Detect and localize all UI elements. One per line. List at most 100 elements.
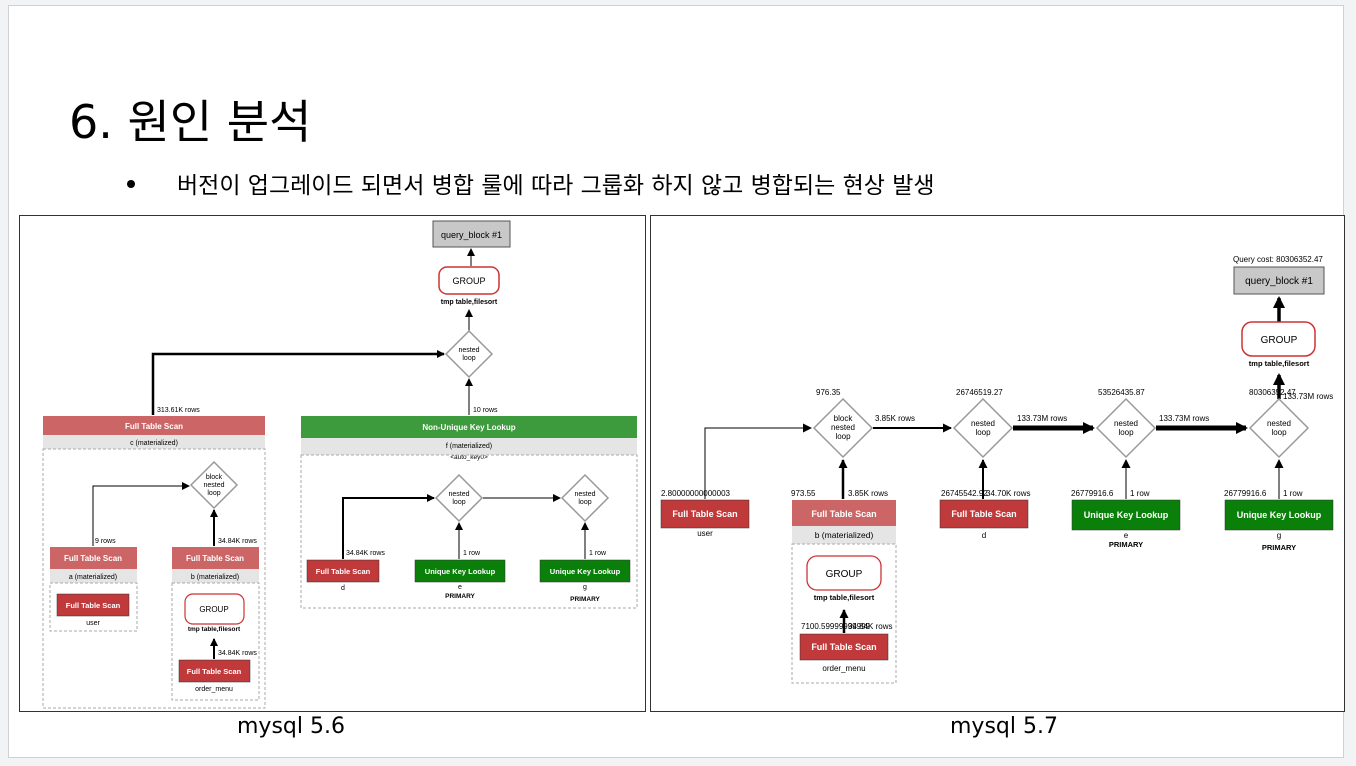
svg-text:PRIMARY: PRIMARY [1262, 543, 1296, 552]
svg-text:Unique Key Lookup: Unique Key Lookup [1237, 510, 1322, 520]
svg-text:loop: loop [207, 490, 220, 497]
table-g-node: Unique Key Lookup g PRIMARY [539, 559, 631, 603]
svg-text:query_block #1: query_block #1 [441, 230, 502, 240]
svg-text:loop: loop [578, 499, 591, 506]
nested-loop-1: nested loop [952, 397, 1014, 459]
svg-text:7100.59999999999: 7100.59999999999 [801, 622, 871, 631]
svg-text:GROUP: GROUP [826, 569, 863, 580]
bullet-item: 버전이 업그레이드 되면서 병합 룰에 따라 그룹화 하지 않고 병합되는 현상… [127, 166, 935, 200]
svg-text:query_block #1: query_block #1 [1245, 276, 1313, 287]
svg-text:PRIMARY: PRIMARY [1109, 540, 1143, 549]
svg-text:34.70K rows: 34.70K rows [986, 489, 1030, 498]
svg-text:order_menu: order_menu [822, 664, 865, 673]
c-materialized-container: Full Table Scan c (materialized) [42, 416, 266, 709]
table-e-node: Unique Key Lookup e PRIMARY [1071, 499, 1181, 549]
svg-text:313.61K rows: 313.61K rows [157, 407, 200, 414]
table-g-node: Unique Key Lookup g PRIMARY [1224, 499, 1334, 552]
svg-text:f (materialized): f (materialized) [446, 443, 492, 450]
svg-text:b (materialized): b (materialized) [815, 530, 874, 540]
svg-text:nested: nested [1114, 419, 1138, 428]
svg-text:c (materialized): c (materialized) [130, 440, 178, 447]
svg-text:1 row: 1 row [463, 550, 481, 557]
svg-text:1 row: 1 row [1283, 489, 1303, 498]
svg-text:26745542.92: 26745542.92 [941, 489, 988, 498]
svg-text:GROUP: GROUP [199, 605, 228, 614]
svg-text:34.84K rows: 34.84K rows [218, 538, 257, 545]
svg-text:user: user [697, 529, 713, 538]
svg-text:Unique Key Lookup: Unique Key Lookup [425, 567, 496, 576]
svg-text:Non-Unique Key Lookup: Non-Unique Key Lookup [422, 423, 515, 432]
svg-text:34.84K rows: 34.84K rows [218, 650, 257, 657]
bullet-dot-icon [127, 180, 135, 188]
svg-text:order_menu: order_menu [195, 686, 233, 693]
svg-text:loop: loop [975, 428, 991, 437]
svg-text:Full Table Scan: Full Table Scan [811, 642, 876, 652]
nested-loop-2: nested loop [1095, 397, 1157, 459]
svg-text:nested: nested [971, 419, 995, 428]
svg-text:Full Table Scan: Full Table Scan [951, 509, 1016, 519]
svg-text:b (materialized): b (materialized) [191, 574, 239, 581]
svg-text:26779916.6: 26779916.6 [1071, 489, 1114, 498]
nested-loop-top: nested loop [444, 329, 494, 379]
mysql-56-plan-panel: query_block #1 GROUP tmp table,filesort … [19, 215, 646, 712]
f-materialized-container: Non-Unique Key Lookup f (materialized) <… [300, 416, 638, 609]
svg-text:d: d [982, 531, 986, 540]
mysql-57-plan-diagram: Query cost: 80306352.47 query_block #1 G… [660, 255, 1334, 684]
table-e-node: Unique Key Lookup e PRIMARY [414, 559, 506, 600]
svg-text:nested: nested [831, 423, 855, 432]
svg-text:1 row: 1 row [1130, 489, 1150, 498]
svg-text:e: e [1124, 531, 1129, 540]
svg-text:133.73M rows: 133.73M rows [1159, 414, 1209, 423]
svg-text:9 rows: 9 rows [95, 538, 116, 545]
nested-loop-f1: nested loop [434, 473, 484, 523]
svg-text:nested: nested [203, 482, 224, 489]
svg-text:53526435.87: 53526435.87 [1098, 388, 1145, 397]
block-nested-loop-left: block nested loop [189, 460, 239, 510]
svg-text:PRIMARY: PRIMARY [570, 596, 600, 603]
svg-text:3.85K rows: 3.85K rows [875, 414, 915, 423]
svg-text:user: user [86, 620, 100, 627]
bullet-text: 버전이 업그레이드 되면서 병합 룰에 따라 그룹화 하지 않고 병합되는 현상… [177, 173, 935, 199]
svg-text:26779916.6: 26779916.6 [1224, 489, 1267, 498]
svg-text:133.73M rows: 133.73M rows [1283, 392, 1333, 401]
svg-text:tmp table,filesort: tmp table,filesort [441, 299, 498, 306]
slide-title: 6. 원인 분석 [69, 95, 312, 149]
svg-text:GROUP: GROUP [452, 276, 485, 286]
svg-text:GROUP: GROUP [1261, 335, 1298, 346]
svg-text:nested: nested [1267, 419, 1291, 428]
svg-text:133.73M rows: 133.73M rows [1017, 414, 1067, 423]
group-node: GROUP tmp table,filesort [1241, 321, 1316, 368]
svg-text:a (materialized): a (materialized) [69, 574, 117, 581]
svg-text:loop: loop [1118, 428, 1134, 437]
svg-text:loop: loop [1271, 428, 1287, 437]
svg-text:3.85K rows: 3.85K rows [848, 489, 888, 498]
svg-text:10 rows: 10 rows [473, 407, 498, 414]
svg-text:loop: loop [462, 355, 475, 362]
block-nested-loop-right: block nested loop [812, 397, 874, 459]
svg-text:Unique Key Lookup: Unique Key Lookup [1084, 510, 1169, 520]
svg-text:e: e [458, 584, 462, 591]
svg-text:tmp table,filesort: tmp table,filesort [1249, 359, 1310, 368]
svg-text:34.84K rows: 34.84K rows [848, 622, 892, 631]
svg-text:Full Table Scan: Full Table Scan [64, 554, 122, 563]
svg-text:Full Table Scan: Full Table Scan [186, 554, 244, 563]
svg-text:Full Table Scan: Full Table Scan [811, 509, 876, 519]
nested-loop-3: nested loop [1248, 397, 1310, 459]
svg-text:Full Table Scan: Full Table Scan [187, 667, 242, 676]
table-d-node: Full Table Scan d [939, 499, 1029, 540]
group-node: GROUP tmp table,filesort [438, 266, 500, 306]
svg-text:d: d [341, 585, 345, 592]
svg-text:nested: nested [448, 491, 469, 498]
mysql-56-plan-diagram: query_block #1 GROUP tmp table,filesort … [42, 220, 638, 709]
mysql-57-caption: mysql 5.7 [950, 714, 1058, 739]
svg-text:2.80000000000003: 2.80000000000003 [661, 489, 731, 498]
table-user-node: Full Table Scan user [660, 499, 750, 538]
svg-text:Full Table Scan: Full Table Scan [672, 509, 737, 519]
svg-text:g: g [1277, 531, 1281, 540]
table-d-node: Full Table Scan d [306, 559, 380, 592]
svg-text:34.84K rows: 34.84K rows [346, 550, 385, 557]
svg-text:nested: nested [574, 491, 595, 498]
b-materialized-container: Full Table Scan b (materialized) GROUP t… [791, 500, 897, 684]
svg-text:tmp table,filesort: tmp table,filesort [814, 593, 875, 602]
svg-text:Full Table Scan: Full Table Scan [125, 422, 183, 431]
